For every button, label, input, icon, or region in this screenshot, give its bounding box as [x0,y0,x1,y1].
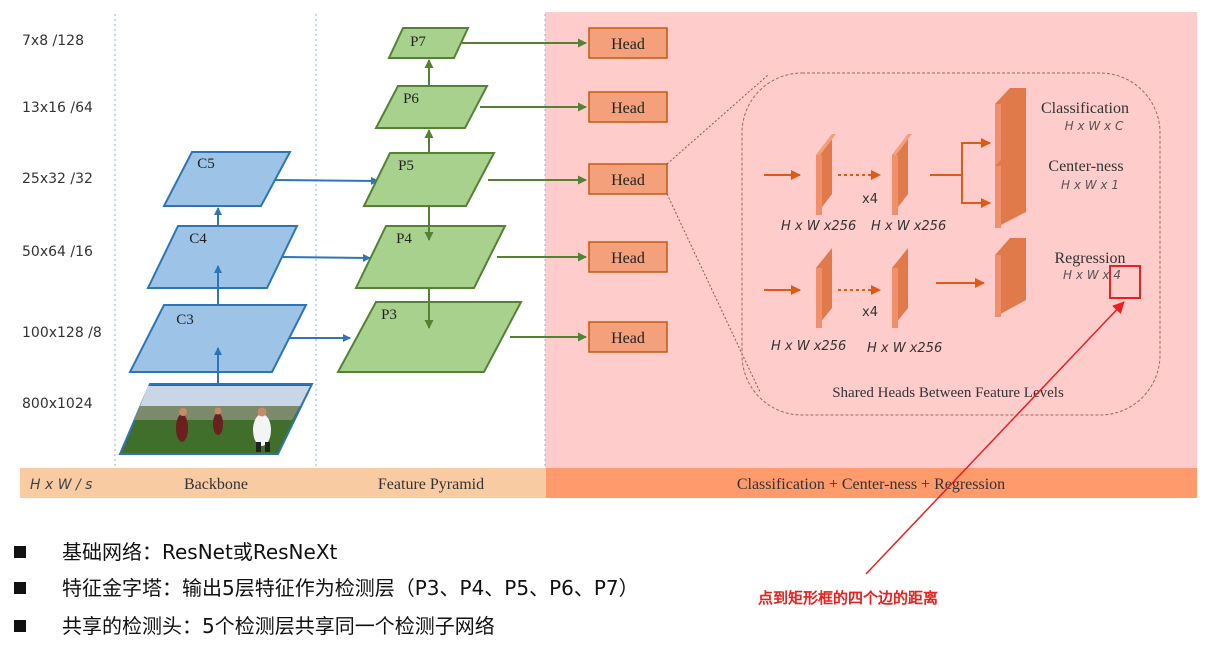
annotation-arrow [865,301,1125,575]
classification-block [995,88,1026,166]
bullet-text: 共享的检测头：5个检测层共享同一个检测子网络 [62,614,495,638]
regression-highlight-box [1109,265,1141,299]
centerness-label: Center-ness [1048,158,1123,175]
scale-label-p4: 50x64 /16 [22,244,93,260]
pyramid-p4-label: P4 [396,231,412,247]
bullet-item: 基础网络：ResNet或ResNeXt [14,536,337,565]
centerness-dim: H x W x 1 [1061,178,1119,192]
bottom-bar-left [20,468,546,498]
regression-label: Regression [1054,250,1125,267]
scale-label-input: 800x1024 [22,396,93,412]
pyramid-p7 [387,27,470,59]
arrow-c4-to-p4 [281,253,371,262]
pyramid-p5-label: P5 [398,158,414,174]
annotation-note: 点到矩形框的四个边的距离 [758,589,939,607]
head-box-p5-label: Head [611,172,645,189]
input-image [118,383,314,455]
classification-dim: H x W x C [1065,119,1124,133]
classification-label: Classification [1041,100,1129,117]
bullet-square-icon [14,545,26,558]
backbone-c3-label: C3 [176,312,194,328]
pyramid-p7-label: P7 [410,34,426,50]
top-dim-label-2: H x W x256 [871,219,946,234]
bullet-item: 共享的检测头：5个检测层共享同一个检测子网络 [14,610,495,639]
backbone-c4 [146,225,299,289]
bottom-heads-label: Classification + Center-ness + Regressio… [737,476,1005,493]
scale-label-p5: 25x32 /32 [22,171,93,187]
centerness-block [995,150,1026,228]
bottom-bar-right [546,468,1197,498]
pyramid-p6 [374,85,489,129]
pyramid-p3 [336,301,523,373]
backbone-c5-label: C5 [197,156,215,172]
top-dim-label-1: H x W x256 [781,219,856,234]
bullet-text: 特征金字塔：输出5层特征作为检测层（P3、P4、P5、P6、P7） [62,576,639,600]
scale-label-p3: 100x128 /8 [22,325,102,341]
regression-block [995,238,1026,317]
top-repeat-label: x4 [862,192,878,207]
heads-panel [545,12,1197,468]
head-box-p4: Head [588,241,668,273]
head-box-p5: Head [588,163,668,195]
fork-line-lower [961,175,991,208]
zoom-line-bottom [666,193,761,393]
scale-label-p6: 13x16 /64 [22,100,93,116]
top-feature-block-2 [892,134,912,215]
bottom-scale-header: H x W / s [30,477,92,493]
regression-dim: H x W x 4 [1063,268,1121,282]
head-box-p4-label: Head [611,250,645,267]
bottom-feature-block-1 [816,248,832,328]
arrow-c5-to-p5 [274,176,379,185]
bottom-pyramid-label: Feature Pyramid [378,476,484,493]
pyramid-p3-label: P3 [381,307,397,323]
bullet-text: 基础网络：ResNet或ResNeXt [62,540,338,564]
pyramid-p6-label: P6 [403,91,419,107]
player-figures [176,407,271,452]
bottom-dim-label-1: H x W x256 [771,339,846,354]
shared-head-detail-box [741,72,1161,416]
head-box-p3: Head [588,321,668,353]
zoom-line-top [666,74,769,165]
head-box-p6: Head [588,91,668,123]
bullet-square-icon [14,581,26,594]
bottom-backbone-label: Backbone [184,476,248,493]
bottom-repeat-label: x4 [862,305,878,320]
bullet-square-icon [14,619,26,632]
scale-label-p7: 7x8 /128 [22,33,84,49]
backbone-c5 [162,151,292,207]
bullet-item: 特征金字塔：输出5层特征作为检测层（P3、P4、P5、P6、P7） [14,572,639,601]
head-box-p7-label: Head [611,36,645,53]
backbone-c3 [128,304,308,373]
top-feature-block-1 [816,134,836,215]
shared-heads-caption: Shared Heads Between Feature Levels [832,385,1064,401]
backbone-c4-label: C4 [189,231,207,247]
fork-line [930,138,991,176]
head-box-p6-label: Head [611,100,645,117]
pyramid-p5 [362,152,496,207]
head-box-p7: Head [588,27,668,59]
head-box-p3-label: Head [611,330,645,347]
bottom-feature-block-2 [892,248,908,328]
bottom-dim-label-2: H x W x256 [867,341,942,356]
pyramid-p4 [354,225,507,289]
